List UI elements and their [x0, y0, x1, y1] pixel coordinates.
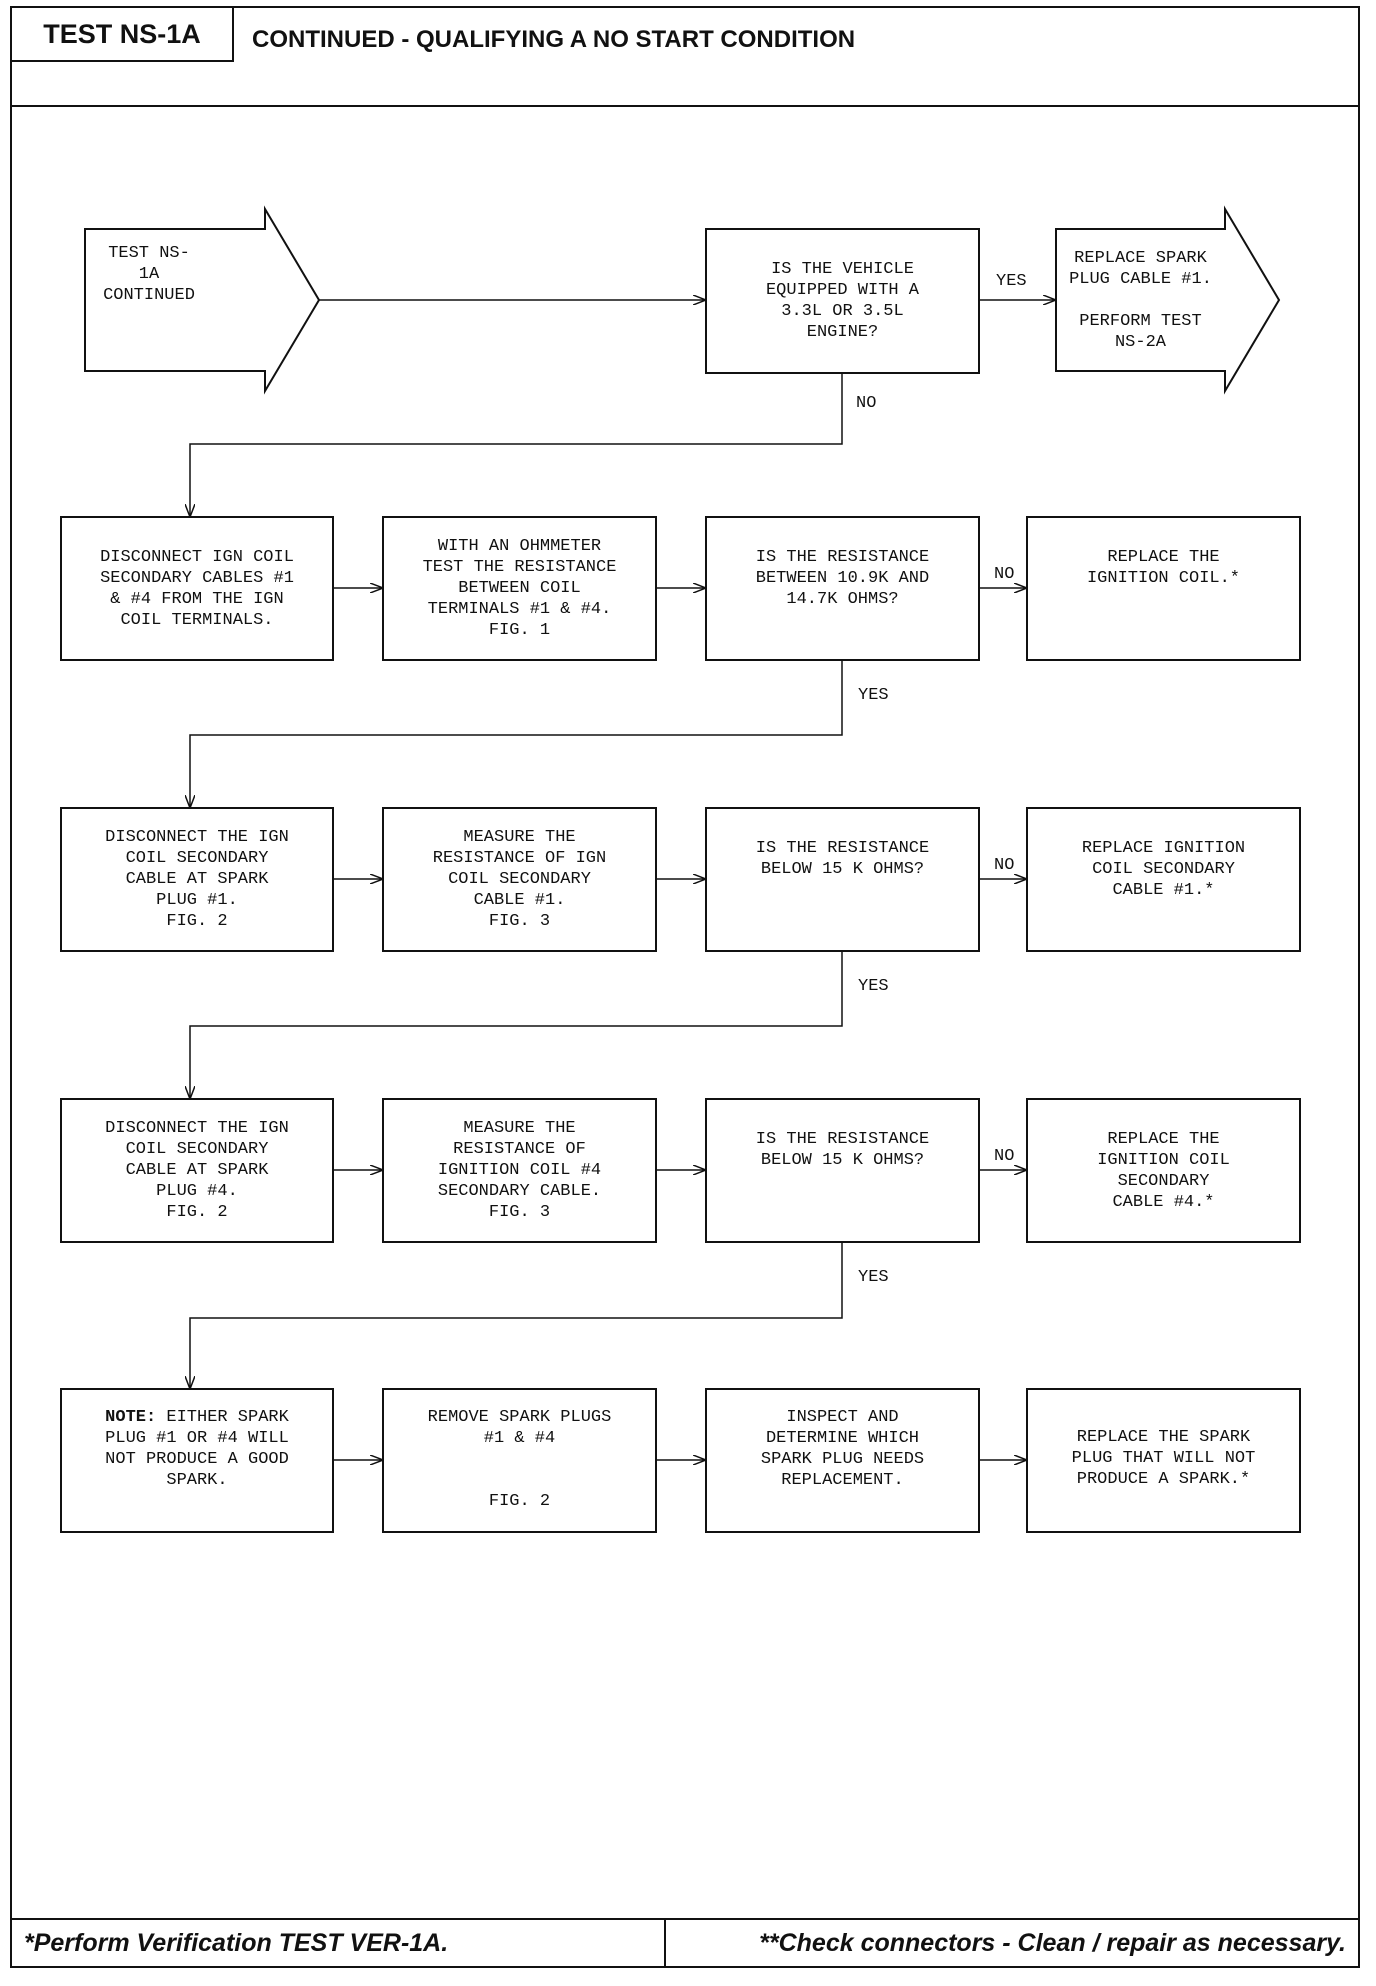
row3-box4 [1026, 1098, 1301, 1243]
row4-box3 [705, 1388, 980, 1533]
row2-box2 [382, 807, 657, 952]
row3-box2 [382, 1098, 657, 1243]
row4-box4 [1026, 1388, 1301, 1533]
footer-verification-note: *Perform Verification TEST VER-1A. [24, 1920, 666, 1966]
row1-box3-text: IS THE RESISTANCE BETWEEN 10.9K AND 14.7… [755, 548, 930, 609]
row4-box4-text: REPLACE THE SPARK PLUG THAT WILL NOT PRO… [1071, 1428, 1256, 1489]
row1-box2-text: WITH AN OHMMETER TEST THE RESISTANCE BET… [422, 537, 617, 640]
procedure-page: TEST NS-1A CONTINUED - QUALIFYING A NO S… [10, 6, 1360, 1968]
replace-cable1-text: REPLACE SPARK PLUG CABLE #1. PERFORM TES… [1069, 248, 1212, 352]
no-label-engine: NO [856, 394, 877, 413]
yes-label-row1: YES [858, 686, 889, 705]
row2-box2-text: MEASURE THE RESISTANCE OF IGN COIL SECON… [432, 828, 607, 931]
note-body: EITHER SPARK PLUG #1 OR #4 WILL NOT PROD… [105, 1408, 289, 1490]
no-label-row1: NO [994, 565, 1015, 584]
connector-r3-to-r4 [190, 1242, 843, 1389]
start-label: TEST NS-1A CONTINUED [103, 244, 195, 305]
row1-box4-text: REPLACE THE IGNITION COIL.* [1086, 548, 1241, 588]
row2-box4 [1026, 807, 1301, 952]
row4-box1-text: NOTE: EITHER SPARK PLUG #1 OR #4 WILL NO… [61, 1389, 333, 1532]
row4-box1 [60, 1388, 334, 1533]
row1-box1 [60, 516, 334, 661]
row2-box1 [60, 807, 334, 952]
row2-box3-text: IS THE RESISTANCE BELOW 15 K OHMS? [755, 839, 930, 879]
note-label: NOTE: [105, 1408, 157, 1427]
engine-question-text: IS THE VEHICLE EQUIPPED WITH A 3.3L OR 3… [765, 260, 920, 342]
connector-r2-to-r3 [190, 951, 843, 1099]
no-label-row2: NO [994, 856, 1015, 875]
page-title: CONTINUED - QUALIFYING A NO START CONDIT… [252, 26, 856, 53]
page-footer: *Perform Verification TEST VER-1A. **Che… [12, 1918, 1358, 1966]
row3-box3-text: IS THE RESISTANCE BELOW 15 K OHMS? [755, 1130, 930, 1170]
row4-box2-text: REMOVE SPARK PLUGS #1 & #4 FIG. 2 [427, 1408, 612, 1511]
connector-no-to-row1 [190, 373, 843, 517]
test-id: TEST NS-1A [12, 8, 234, 62]
row3-box2-text: MEASURE THE RESISTANCE OF IGNITION COIL … [437, 1119, 602, 1222]
yes-label-row3: YES [858, 1268, 889, 1287]
replace-cable-arrow-shape [1055, 205, 1281, 395]
row3-box4-text: REPLACE THE IGNITION COIL SECONDARY CABL… [1097, 1129, 1230, 1212]
no-label-row3: NO [994, 1147, 1015, 1166]
row3-box1-text: DISCONNECT THE IGN COIL SECONDARY CABLE … [105, 1119, 289, 1222]
start-arrow-shape [84, 205, 321, 395]
row4-box3-text: INSPECT AND DETERMINE WHICH SPARK PLUG N… [760, 1408, 925, 1490]
row1-box4 [1026, 516, 1301, 661]
row4-box2 [382, 1388, 657, 1533]
yes-label-engine: YES [996, 272, 1027, 291]
footer-connectors-note: **Check connectors - Clean / repair as n… [759, 1928, 1346, 1957]
flowchart-diagram [60, 205, 1301, 1533]
row2-box1-text: DISCONNECT THE IGN COIL SECONDARY CABLE … [105, 828, 289, 931]
row3-box3 [705, 1098, 980, 1243]
row1-box1-text: DISCONNECT IGN COIL SECONDARY CABLES #1 … [100, 547, 294, 630]
row3-box1 [60, 1098, 334, 1243]
yes-label-row2: YES [858, 977, 889, 996]
page-header: TEST NS-1A CONTINUED - QUALIFYING A NO S… [12, 8, 1358, 107]
row2-box4-text: REPLACE IGNITION COIL SECONDARY CABLE #1… [1081, 839, 1246, 900]
connector-r1-to-r2 [190, 660, 843, 808]
